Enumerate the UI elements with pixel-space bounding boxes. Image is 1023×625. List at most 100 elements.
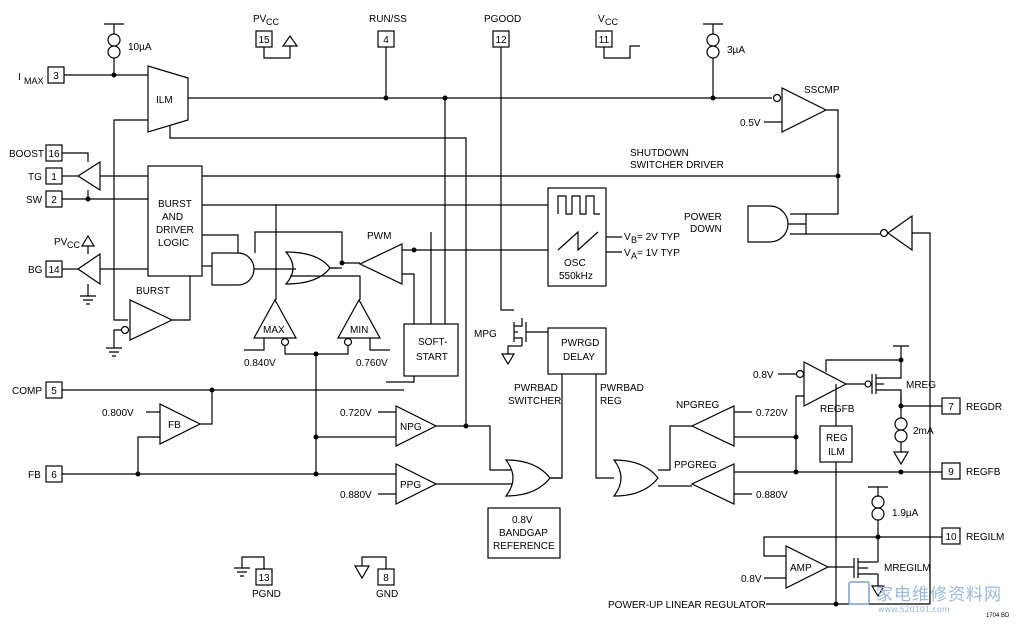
power-down-inverter (879, 214, 913, 252)
svg-text:0.880V: 0.880V (340, 490, 372, 501)
svg-text:LOGIC: LOGIC (158, 238, 189, 249)
current-source-10ua: 10µA (104, 23, 152, 74)
ppg-comparator: PPG (395, 463, 438, 505)
svg-text:5: 5 (51, 386, 57, 397)
mregilm-transistor: MREGILM (853, 558, 931, 578)
pin-runss: RUN/SS 4 (369, 14, 407, 48)
svg-text:FB: FB (168, 420, 181, 431)
watermark-text: 家电维修资料网 (876, 585, 1002, 605)
svg-text:0.720V: 0.720V (340, 408, 372, 419)
power-down-gate: POWER DOWN (684, 205, 789, 243)
pin-bg: BG 14 (28, 260, 63, 278)
svg-text:REG: REG (826, 433, 848, 444)
svg-text:REFERENCE: REFERENCE (493, 541, 555, 552)
npgreg-comparator: NPGREG (676, 400, 735, 447)
pwrgd-delay: PWRGD DELAY (547, 327, 607, 375)
svg-text:13: 13 (258, 573, 270, 584)
svg-text:POWER-UP LINEAR REGULATOR: POWER-UP LINEAR REGULATOR (608, 600, 766, 611)
svg-text:MAX: MAX (24, 76, 44, 86)
svg-text:1704 BD: 1704 BD (986, 613, 1010, 619)
svg-text:AMP: AMP (790, 563, 812, 574)
svg-text:16: 16 (48, 149, 60, 160)
max-comparator: MAX (252, 298, 298, 347)
svg-text:DOWN: DOWN (690, 224, 722, 235)
svg-text:COMP: COMP (12, 386, 42, 397)
svg-text:MREGILM: MREGILM (884, 563, 931, 574)
svg-text:6: 6 (51, 470, 57, 481)
svg-text:BURST: BURST (158, 199, 192, 210)
svg-text:REGDR: REGDR (966, 402, 1002, 413)
pwm-comparator: PWM (358, 231, 403, 285)
svg-text:3µA: 3µA (727, 45, 745, 56)
svg-text:BOOST: BOOST (9, 149, 44, 160)
pin-regilm: 10 REGILM (941, 527, 1004, 545)
burst-driver-logic: BURST AND DRIVER LOGIC (147, 165, 203, 277)
svg-text:SW: SW (26, 195, 43, 206)
svg-text:9: 9 (948, 467, 954, 478)
svg-text:V: V (598, 14, 605, 25)
svg-text:0.8V: 0.8V (753, 370, 774, 381)
svg-text:11: 11 (599, 35, 610, 46)
current-source-3ua: 3µA (703, 23, 745, 99)
reg-ilm-block: REG ILM (819, 425, 853, 463)
svg-text:PWRGD: PWRGD (561, 338, 599, 349)
regfb-amplifier: REGFB (803, 361, 855, 415)
svg-text:AND: AND (162, 212, 183, 223)
svg-text:10: 10 (945, 532, 957, 543)
pin-pgood: PGOOD 12 (484, 14, 521, 48)
svg-text:I: I (18, 72, 21, 83)
svg-text:8: 8 (383, 573, 389, 584)
svg-text:REGILM: REGILM (966, 532, 1004, 543)
fb-amplifier: FB (159, 403, 202, 445)
svg-text:SWITCHER DRIVER: SWITCHER DRIVER (630, 160, 724, 171)
svg-text:SSCMP: SSCMP (804, 85, 840, 96)
svg-text:7: 7 (948, 402, 954, 413)
svg-text:SWITCHER: SWITCHER (508, 396, 561, 407)
mreg-transistor: MREG (864, 374, 936, 394)
svg-text:CC: CC (605, 17, 618, 27)
watermark-logo-icon (848, 580, 870, 605)
svg-text:10µA: 10µA (128, 42, 152, 53)
svg-text:PGND: PGND (252, 589, 281, 600)
pin-fb: FB 6 (28, 465, 63, 483)
pin-tg: TG 1 (28, 167, 63, 185)
svg-text:0.8V: 0.8V (741, 574, 762, 585)
svg-text:2mA: 2mA (913, 426, 934, 437)
logic-and-gate (211, 252, 255, 286)
svg-text:PWRBAD: PWRBAD (514, 383, 558, 394)
watermark: 家电维修资料网 www.520101.com (848, 580, 1018, 616)
svg-text:0.5V: 0.5V (740, 118, 761, 129)
min-comparator: MIN (336, 298, 382, 347)
svg-text:0.720V: 0.720V (756, 408, 788, 419)
svg-text:PPG: PPG (400, 480, 421, 491)
svg-text:= 1V TYP: = 1V TYP (637, 248, 680, 259)
ilm-block: ILM (147, 65, 189, 133)
svg-text:ILM: ILM (828, 447, 845, 458)
svg-text:V: V (624, 248, 631, 259)
svg-text:V: V (624, 232, 631, 243)
svg-text:NPGREG: NPGREG (676, 400, 720, 411)
svg-text:BG: BG (28, 265, 43, 276)
svg-text:MAX: MAX (263, 325, 285, 336)
svg-text:PV: PV (54, 237, 68, 248)
svg-text:MPG: MPG (474, 329, 497, 340)
tg-driver (76, 160, 101, 192)
svg-text:SOFT-: SOFT- (418, 337, 447, 348)
sscmp-comparator: SSCMP 0.5V (740, 85, 840, 133)
svg-text:BANDGAP: BANDGAP (499, 528, 548, 539)
pwrbad-or-reg (612, 459, 659, 497)
svg-text:PWRBAD: PWRBAD (600, 383, 644, 394)
svg-text:REG: REG (600, 396, 622, 407)
svg-text:3: 3 (53, 71, 59, 82)
svg-text:0.8V: 0.8V (512, 515, 533, 526)
svg-text:POWER: POWER (684, 212, 722, 223)
amp-amplifier: AMP (785, 545, 830, 589)
svg-text:550kHz: 550kHz (559, 271, 593, 282)
burst-comparator: BURST (120, 286, 174, 341)
svg-text:PWM: PWM (367, 231, 391, 242)
bg-driver (76, 252, 101, 286)
